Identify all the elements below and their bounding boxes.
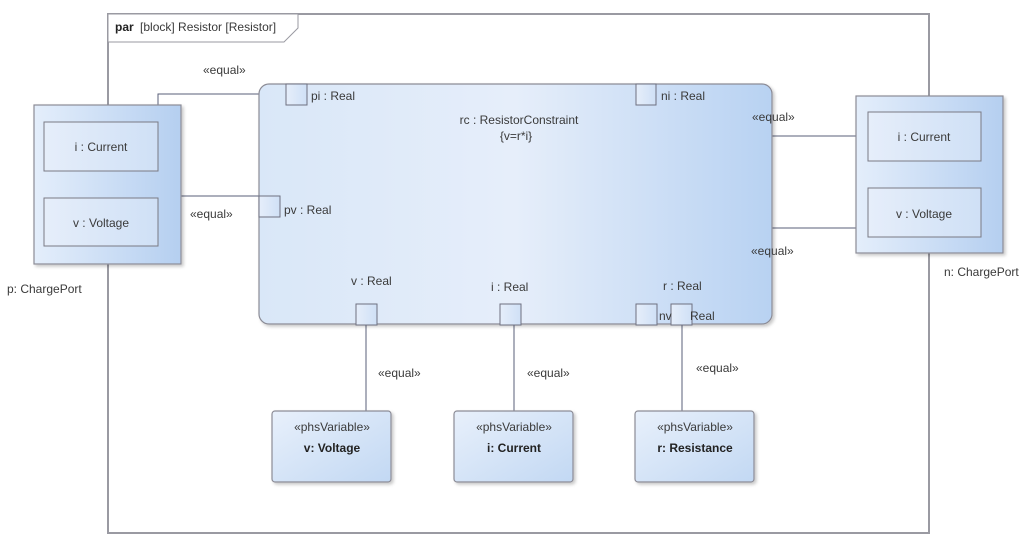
frame-keyword: par [115,20,134,34]
port-n-voltage-label: v : Voltage [896,207,952,221]
param-r-label: r : Real [663,279,702,293]
param-pi-square[interactable] [285,83,308,106]
frame-header: par [block] Resistor [Resistor] [115,20,276,34]
port-p-label: p: ChargePort [7,282,82,296]
equal-label-nv: «equal» [751,244,794,258]
port-n-current-box[interactable] [867,111,982,162]
param-r-square[interactable] [670,303,693,326]
param-nv-square[interactable] [635,303,658,326]
constraint-expression: {v=r*i} [500,129,532,143]
port-p[interactable]: i : Current v : Voltage [33,104,182,265]
equal-label-i: «equal» [527,366,570,380]
variable-i[interactable]: «phsVariable» i: Current [453,410,574,483]
frame-label: [block] Resistor [Resistor] [140,20,276,34]
variable-v[interactable]: «phsVariable» v: Voltage [271,410,392,483]
equal-label-pi: «equal» [203,63,246,77]
param-i-label: i : Real [491,280,528,294]
port-n-label: n: ChargePort [944,265,1019,279]
port-p-voltage-label: v : Voltage [73,216,129,230]
constraint-parameters [258,83,693,326]
constraint-block[interactable]: rc : ResistorConstraint {v=r*i} [258,83,773,325]
port-p-voltage-box[interactable] [43,197,159,247]
param-ni-square[interactable] [635,83,657,106]
param-ni-label: ni : Real [661,89,705,103]
variable-i-name: i: Current [487,441,541,455]
variable-r-stereotype: «phsVariable» [657,420,733,434]
param-pv-label: pv : Real [284,203,331,217]
port-n-current-label: i : Current [898,130,951,144]
variable-r-name: r: Resistance [657,441,733,455]
param-i-square[interactable] [499,303,522,326]
equal-label-v: «equal» [378,366,421,380]
variable-v-stereotype: «phsVariable» [294,420,370,434]
param-v-label: v : Real [351,274,392,288]
param-v-square[interactable] [355,303,378,326]
param-nv-prefix: nv [659,309,672,323]
equal-label-ni: «equal» [752,110,795,124]
equal-label-pv: «equal» [190,207,233,221]
variable-v-name: v: Voltage [304,441,361,455]
constraint-name: rc : ResistorConstraint [460,113,579,127]
param-nv-suffix: Real [690,309,715,323]
port-p-current-box[interactable] [43,121,159,172]
port-p-current-label: i : Current [75,140,128,154]
frame-header-tab [107,13,299,43]
variable-i-stereotype: «phsVariable» [476,420,552,434]
variable-r[interactable]: «phsVariable» r: Resistance [634,410,755,483]
param-pv-square[interactable] [258,195,281,218]
port-n-voltage-box[interactable] [867,187,982,238]
port-n[interactable]: i : Current v : Voltage [855,95,1004,254]
param-pi-label: pi : Real [311,89,355,103]
equal-label-r: «equal» [696,361,739,375]
